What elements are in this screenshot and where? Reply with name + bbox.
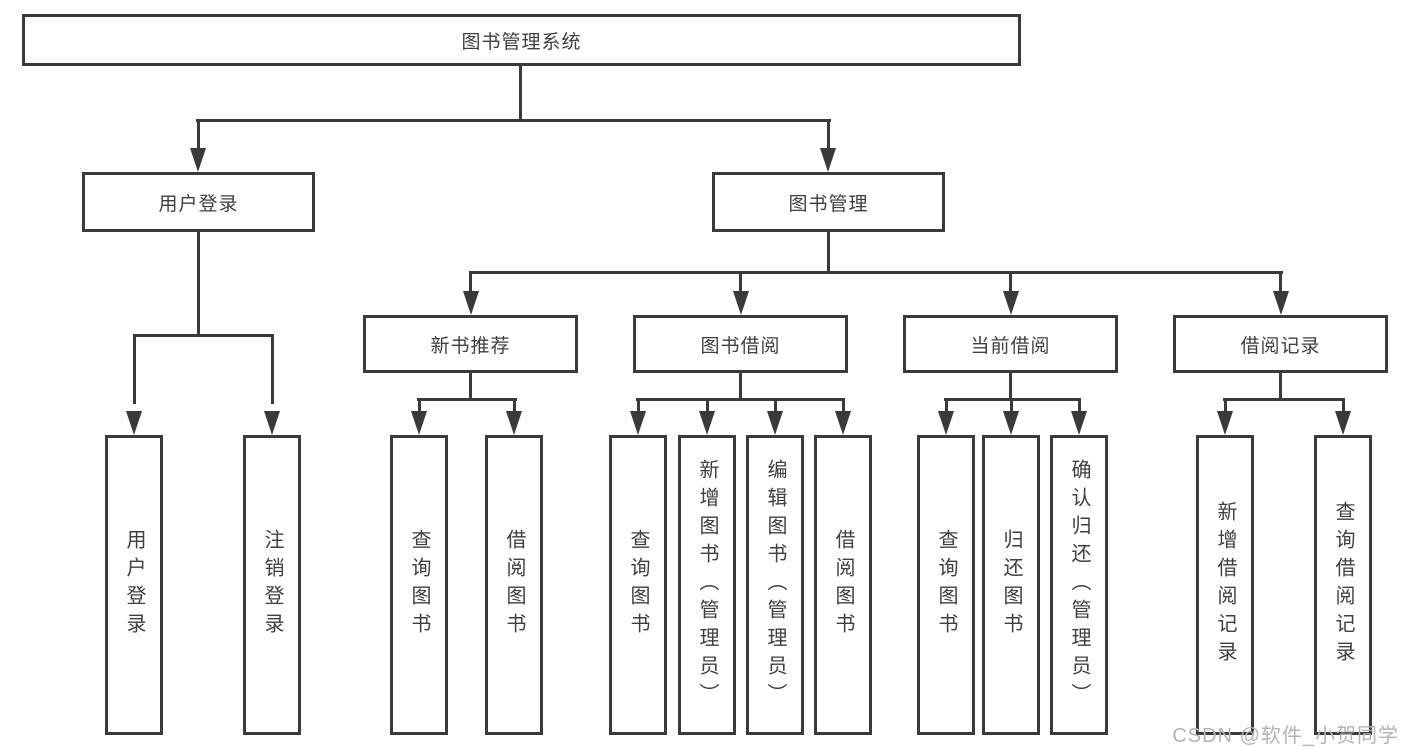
leaf-logout: 注销登录 <box>243 435 301 735</box>
arrow-down-icon <box>733 291 749 315</box>
node-label: 借阅图书 <box>503 529 525 641</box>
connector-line <box>469 271 1283 274</box>
connector-line <box>1009 373 1012 401</box>
arrow-down-icon <box>699 411 715 435</box>
arrow-down-icon <box>835 411 851 435</box>
node-label: 查询借阅记录 <box>1332 501 1354 669</box>
arrow-down-icon <box>1003 411 1019 435</box>
arrow-down-icon <box>463 291 479 315</box>
connector-line <box>1223 398 1345 401</box>
connector-line <box>636 398 845 401</box>
connector-line <box>1010 398 1013 414</box>
connector-line <box>739 271 742 295</box>
node-label: 归还图书 <box>1000 529 1022 641</box>
connector-line <box>197 232 200 336</box>
arrow-down-icon <box>630 411 646 435</box>
node-label: 图书管理系统 <box>461 31 582 53</box>
arrow-down-icon <box>1217 411 1233 435</box>
arrow-down-icon <box>767 411 783 435</box>
node-label: 查询图书 <box>408 529 430 641</box>
connector-line <box>842 398 845 414</box>
connector-line <box>196 119 831 122</box>
node-label: 新增图书（管理员） <box>696 459 718 711</box>
arrow-down-icon <box>411 411 427 435</box>
arrow-down-icon <box>264 411 280 435</box>
leaf-query-borrow-record: 查询借阅记录 <box>1314 435 1372 735</box>
leaf-return-book: 归还图书 <box>982 435 1040 735</box>
connector-line <box>1224 398 1227 414</box>
node-label: 注销登录 <box>261 529 283 641</box>
leaf-add-borrow-record: 新增借阅记录 <box>1196 435 1254 735</box>
connector-line <box>827 232 830 274</box>
connector-line <box>417 398 517 401</box>
arrow-down-icon <box>820 148 836 172</box>
leaf-confirm-return-admin: 确认归还（管理员） <box>1050 435 1108 735</box>
node-label: 当前借阅 <box>970 335 1051 357</box>
leaf-user-login: 用户登录 <box>105 435 163 735</box>
node-label: 借阅图书 <box>832 529 854 641</box>
connector-line <box>739 373 742 401</box>
connector-line <box>1078 398 1081 414</box>
node-label: 确认归还（管理员） <box>1068 459 1090 711</box>
arrow-down-icon <box>1273 291 1289 315</box>
node-borrowing-records: 借阅记录 <box>1173 315 1388 373</box>
connector-line <box>271 334 274 404</box>
node-label: 用户登录 <box>123 529 145 641</box>
leaf-borrow-book-1: 借阅图书 <box>485 435 543 735</box>
arrow-down-icon <box>1335 411 1351 435</box>
node-user-login-module: 用户登录 <box>82 172 315 232</box>
node-label: 查询图书 <box>935 529 957 641</box>
connector-line <box>706 398 709 414</box>
node-book-management-module: 图书管理 <box>712 172 945 232</box>
arrow-down-icon <box>1071 411 1087 435</box>
connector-line <box>637 398 640 414</box>
leaf-query-book-2: 查询图书 <box>609 435 667 735</box>
node-new-book-recommend: 新书推荐 <box>363 315 578 373</box>
node-label: 图书借阅 <box>700 335 781 357</box>
connector-line <box>1279 373 1282 401</box>
csdn-watermark: CSDN @软件_小贺同学 <box>1172 725 1399 747</box>
connector-line <box>827 119 830 152</box>
arrow-down-icon <box>506 411 522 435</box>
node-label: 查询图书 <box>627 529 649 641</box>
arrow-down-icon <box>126 411 142 435</box>
connector-line <box>1009 271 1012 295</box>
leaf-borrow-book-2: 借阅图书 <box>814 435 872 735</box>
arrow-down-icon <box>1003 291 1019 315</box>
node-label: 用户登录 <box>158 193 239 215</box>
arrow-down-icon <box>938 411 954 435</box>
connector-line <box>418 398 421 414</box>
leaf-add-book-admin: 新增图书（管理员） <box>678 435 736 735</box>
connector-line <box>133 334 136 404</box>
node-label: 新增借阅记录 <box>1214 501 1236 669</box>
connector-line <box>469 271 472 295</box>
node-label: 借阅记录 <box>1240 335 1321 357</box>
arrow-down-icon <box>190 148 206 172</box>
leaf-edit-book-admin: 编辑图书（管理员） <box>746 435 804 735</box>
node-label: 新书推荐 <box>430 335 511 357</box>
connector-line <box>519 66 522 121</box>
leaf-query-book-3: 查询图书 <box>917 435 975 735</box>
connector-line <box>774 398 777 414</box>
node-root-system: 图书管理系统 <box>22 14 1021 66</box>
connector-line <box>513 398 516 414</box>
node-label: 图书管理 <box>788 193 869 215</box>
connector-line <box>469 373 472 401</box>
node-current-borrowing: 当前借阅 <box>903 315 1118 373</box>
connector-line <box>197 119 200 152</box>
connector-line <box>133 334 274 337</box>
connector-line <box>1342 398 1345 414</box>
connector-line <box>945 398 948 414</box>
connector-line <box>1279 271 1282 295</box>
node-book-borrowing: 图书借阅 <box>633 315 848 373</box>
node-label: 编辑图书（管理员） <box>764 459 786 711</box>
leaf-query-book-1: 查询图书 <box>390 435 448 735</box>
